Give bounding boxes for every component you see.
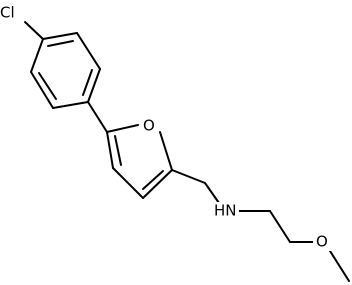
- n-label-bg: [213, 202, 239, 220]
- bond-c6-c1: [30, 38, 44, 73]
- o-ring-label-bg: [139, 117, 159, 135]
- bond-ch2-n: [204, 182, 220, 204]
- atom-labels: Cl O HN O: [0, 2, 333, 251]
- bond-c3-c4: [87, 68, 101, 103]
- bond-c3-c4-inner: [82, 69, 93, 96]
- bond-ch2a-ch2b: [269, 210, 291, 243]
- bond-c4-c5: [52, 101, 89, 109]
- bond-c2f-c3f: [142, 169, 173, 199]
- cl-label-bg: [0, 2, 24, 22]
- aminoethyl-methoxy-chain: [171, 169, 350, 282]
- bond-c5-c6-inner: [38, 72, 57, 100]
- bond-c1-cl: [24, 21, 44, 40]
- bond-c3f-c4f: [112, 167, 144, 199]
- bond-c4f-c5f: [106, 131, 114, 169]
- bond-c5-c6: [30, 71, 54, 109]
- bond-c1-c2: [42, 32, 78, 40]
- bond-c4f-c5f-inner: [114, 135, 122, 166]
- amine-nitrogen-label: HN: [214, 202, 237, 220]
- bond-o-c2f: [159, 131, 173, 171]
- bond-c1-c2-inner: [47, 40, 74, 47]
- bond-phenyl-furan: [87, 101, 108, 133]
- bond-c2-c3: [76, 32, 101, 70]
- bond-c2f-ch2: [171, 169, 206, 184]
- furan-oxygen-label: O: [143, 117, 155, 135]
- o-ether-label-bg: [313, 233, 333, 251]
- chlorine-label: Cl: [0, 4, 15, 22]
- furan-ring: [106, 124, 173, 199]
- ether-oxygen-label: O: [316, 233, 328, 251]
- chlorophenyl-ring: [30, 32, 101, 109]
- bond-c5f-o: [106, 124, 139, 133]
- bond-c2f-c3f-inner: [142, 170, 164, 190]
- bond-o-ch3: [329, 250, 350, 282]
